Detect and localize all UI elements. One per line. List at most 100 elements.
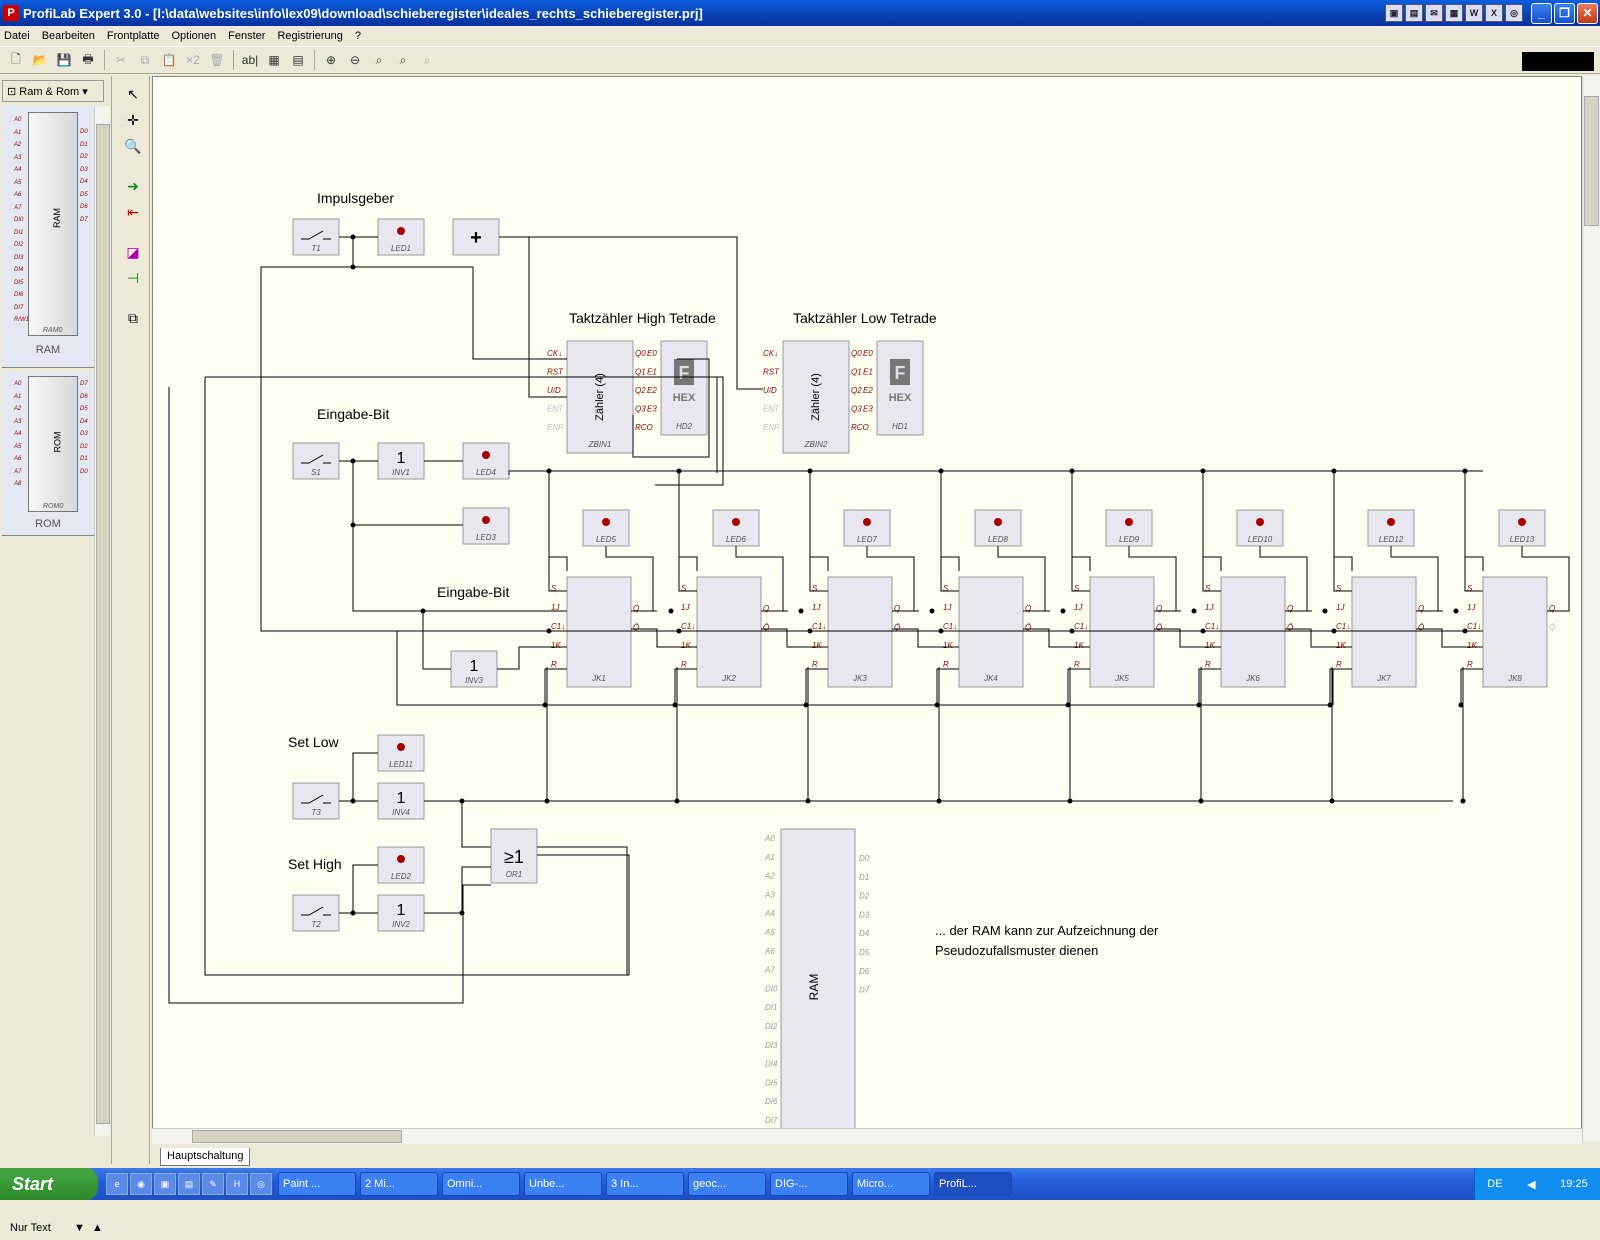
language-indicator[interactable]: DE [1487, 1178, 1503, 1190]
switch[interactable] [292, 782, 340, 820]
app-shortcut-icon[interactable]: ▤ [1405, 4, 1423, 22]
stop-icon[interactable]: ⇤ [127, 203, 139, 220]
minimize-button[interactable]: _ [1531, 2, 1552, 24]
switch[interactable] [292, 442, 340, 480]
horizontal-scroll-thumb[interactable] [192, 1130, 402, 1143]
hi-lo-icon[interactable]: ◪ [126, 243, 140, 260]
horizontal-scrollbar[interactable] [152, 1128, 1582, 1144]
paste-icon[interactable]: 📋 [161, 53, 177, 67]
new-file-icon[interactable]: 🗋 [11, 51, 21, 66]
menu-frontplatte[interactable]: Frontplatte [106, 30, 160, 42]
text-filter[interactable]: Nur Text▼▲ [0, 1218, 112, 1240]
open-folder-icon[interactable]: 📂 [32, 53, 48, 67]
tray-arrow-icon[interactable]: ◀ [1527, 1178, 1536, 1191]
component-id: HD2 [676, 422, 693, 431]
menu-help[interactable]: ? [354, 30, 361, 42]
switch[interactable] [292, 894, 340, 932]
browser-icon[interactable]: ◉ [130, 1173, 152, 1195]
menu-optionen[interactable]: Optionen [171, 30, 217, 42]
switch[interactable] [292, 218, 340, 256]
task-unbe[interactable]: Unbe... [524, 1172, 602, 1196]
jk-pin-label: C1↓ [1205, 622, 1219, 631]
probe-icon[interactable]: ⊣ [126, 269, 140, 286]
ram-pin-label: D6 [859, 967, 870, 976]
ram-pin-label: A2 [14, 142, 22, 148]
ie-icon[interactable]: e [106, 1173, 128, 1195]
menu-bearbeiten[interactable]: Bearbeiten [41, 30, 95, 42]
start-button[interactable]: Start [0, 1168, 98, 1200]
menu-fenster[interactable]: Fenster [228, 30, 266, 42]
pointer-tool-icon[interactable]: ↖ [127, 85, 139, 102]
task-dig[interactable]: DIG-... [770, 1172, 848, 1196]
cut-icon[interactable]: ✂ [115, 53, 127, 67]
zoom-tool-icon[interactable]: 🔍 [124, 137, 142, 154]
zoom-in-icon[interactable]: ⊕ [325, 53, 337, 67]
jk-pin-label: Q̄ [894, 623, 900, 632]
library-category-select[interactable]: ⊡ Ram & Rom ▾ [2, 80, 104, 102]
switch-symbol-icon[interactable] [301, 230, 331, 240]
switch-symbol-icon[interactable] [301, 794, 331, 804]
zoom-out-icon[interactable]: ⊖ [349, 53, 361, 67]
app-icon[interactable]: H [226, 1173, 248, 1195]
task-paint[interactable]: Paint ... [278, 1172, 356, 1196]
grid-icon[interactable]: ▦ [268, 53, 280, 67]
page-icon[interactable]: ▤ [292, 53, 304, 67]
counter-pin-label: ENP [547, 423, 564, 432]
vertical-scroll-thumb[interactable] [1584, 96, 1599, 226]
component-id: ZBIN1 [588, 440, 612, 449]
wire [422, 611, 451, 670]
app-shortcut-icon[interactable]: ✉ [1425, 4, 1443, 22]
zoom-all-icon[interactable]: ⌕ [399, 52, 407, 67]
app-shortcut-icon[interactable]: ▦ [1445, 4, 1463, 22]
arrow-down-icon[interactable]: ▼ [74, 1222, 85, 1234]
vertical-scrollbar[interactable] [1582, 76, 1600, 1142]
task-micro[interactable]: Micro... [852, 1172, 930, 1196]
led [843, 509, 891, 547]
inverter-symbol: 1 [397, 450, 406, 467]
app-icon[interactable]: ✎ [202, 1173, 224, 1195]
app-shortcut-icon[interactable]: ◎ [1505, 4, 1523, 22]
zoom-fit-icon[interactable]: ⌕ [375, 52, 383, 67]
zoom-reset-icon[interactable]: ⌕ [423, 52, 431, 67]
task-omni[interactable]: Omni... [442, 1172, 520, 1196]
delete-icon[interactable]: 🗑 [209, 53, 225, 67]
restore-button[interactable]: ❐ [1554, 2, 1575, 24]
task-ie[interactable]: 3 In... [606, 1172, 684, 1196]
wire-tool-icon[interactable]: ✛ [127, 111, 139, 128]
print-icon[interactable]: 🖶 [82, 51, 94, 66]
library-scroll-thumb[interactable] [96, 124, 110, 1124]
task-word[interactable]: 2 Mi... [360, 1172, 438, 1196]
run-icon[interactable]: ➜ [127, 177, 139, 194]
app-shortcut-icon[interactable]: X [1485, 4, 1503, 22]
duplicate-icon[interactable]: ×2 [186, 53, 200, 67]
app-icon[interactable]: ◎ [250, 1173, 272, 1195]
arrow-up-icon[interactable]: ▲ [92, 1222, 103, 1234]
counter-pin-label: Q3 [851, 405, 862, 414]
app-shortcut-icon[interactable]: ▣ [1385, 4, 1403, 22]
component-id: JK2 [721, 674, 736, 683]
menu-registrierung[interactable]: Registrierung [277, 30, 343, 42]
library-scrollbar[interactable] [94, 106, 110, 1136]
inverter [377, 894, 425, 932]
menu-datei[interactable]: Datei [4, 30, 30, 42]
close-button[interactable]: ✕ [1577, 2, 1598, 24]
frontpanel-icon[interactable]: ⧉ [128, 309, 138, 326]
junction-dot [1458, 702, 1464, 708]
app-icon[interactable]: ▣ [154, 1173, 176, 1195]
component-id: LED13 [1510, 535, 1535, 544]
switch-symbol-icon[interactable] [301, 454, 331, 464]
save-icon[interactable]: 💾 [56, 53, 72, 67]
copy-icon[interactable]: ⧉ [140, 52, 150, 67]
app-shortcut-icon[interactable]: W [1465, 4, 1483, 22]
tab-hauptschaltung[interactable]: Hauptschaltung [160, 1148, 251, 1166]
app-icon[interactable]: ▤ [178, 1173, 200, 1195]
task-geoc[interactable]: geoc... [688, 1172, 766, 1196]
ram-pin-label: DI6 [765, 1097, 778, 1106]
task-profilab[interactable]: ProfiL... [934, 1172, 1012, 1196]
text-tool-icon[interactable]: ab| [241, 53, 259, 67]
switch-symbol-icon[interactable] [301, 906, 331, 916]
